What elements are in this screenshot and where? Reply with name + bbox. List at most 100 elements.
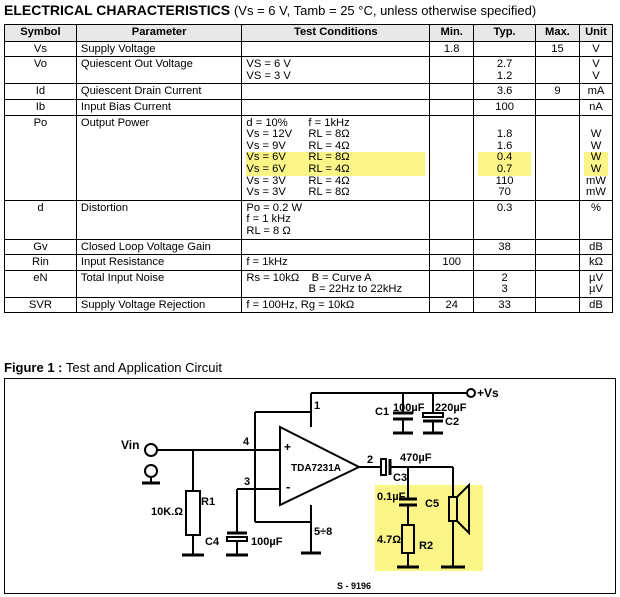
cell-line bbox=[434, 102, 469, 114]
col-header-parameter: Parameter bbox=[75, 24, 243, 42]
cell-line bbox=[540, 59, 575, 71]
cell-min bbox=[429, 114, 475, 201]
cell-line: Vs = 6V RL = 8Ω bbox=[246, 151, 426, 164]
cell-conditions: Rs = 10kΩ B = Curve A B = 22Hz to 22kHz bbox=[241, 269, 431, 298]
cell-line: µV bbox=[589, 271, 603, 284]
label-r2: R2 bbox=[419, 540, 433, 552]
cell-line: mW bbox=[586, 174, 606, 187]
condition-part: RL = 4Ω bbox=[308, 139, 350, 152]
cell-parameter: Quiescent Out Voltage bbox=[75, 56, 243, 85]
cell-parameter: Supply Voltage bbox=[75, 40, 243, 58]
cell-line bbox=[540, 257, 575, 269]
cell-typ: 100 bbox=[473, 98, 537, 116]
label-plus: + bbox=[284, 440, 291, 454]
cell-line: 33 bbox=[498, 298, 511, 311]
label-pin4: 4 bbox=[243, 436, 250, 448]
supply-terminal bbox=[466, 388, 476, 398]
cell-typ: 33 bbox=[473, 296, 537, 314]
cell-line bbox=[434, 59, 469, 71]
cell-parameter: Quiescent Drain Current bbox=[75, 83, 243, 100]
cell-line: Vs = 6V RL = 4Ω bbox=[246, 162, 426, 176]
condition-part: RL = 8Ω bbox=[308, 151, 350, 164]
cell-line bbox=[540, 273, 575, 285]
cell-max bbox=[535, 56, 580, 85]
cell-line: W bbox=[583, 163, 608, 176]
cell-min bbox=[429, 238, 475, 256]
cell-typ: 3.6 bbox=[473, 83, 537, 100]
cell-typ: 38 bbox=[473, 238, 537, 256]
cell-conditions: f = 1kHz bbox=[241, 254, 431, 271]
cell-conditions bbox=[241, 83, 431, 100]
condition-part: d = 10% bbox=[246, 116, 288, 129]
cell-line: 1.8 bbox=[496, 128, 513, 141]
cell-line: 110 bbox=[495, 174, 514, 187]
label-c5-value: 0.1µF bbox=[377, 491, 406, 503]
cell-line bbox=[434, 273, 469, 285]
cell-line: µV bbox=[589, 283, 603, 296]
cell-unit: dB bbox=[578, 238, 614, 256]
cell-line: % bbox=[591, 201, 601, 214]
application-circuit-diagram: Vin +Vs TDA7231A + - 1 2 3 4 5÷8 R1 10K.… bbox=[121, 386, 499, 591]
cell-line: 24 bbox=[445, 298, 458, 311]
cell-symbol: Vo bbox=[4, 56, 77, 85]
cell-typ: 0.3 bbox=[473, 199, 537, 240]
label-vin: Vin bbox=[121, 438, 139, 452]
cell-symbol: Po bbox=[4, 114, 77, 201]
cell-symbol: Ib bbox=[4, 98, 77, 116]
cell-parameter: Input Resistance bbox=[75, 254, 243, 271]
condition-part: Vs = 6V bbox=[246, 151, 286, 164]
cell-line: Vs = 3V RL = 4Ω bbox=[246, 174, 425, 188]
cell-line bbox=[478, 257, 531, 269]
cell-line: W bbox=[590, 139, 602, 152]
resistor-r1 bbox=[185, 490, 201, 536]
cell-line: f = 100Hz, Rg = 10kΩ bbox=[246, 298, 355, 311]
col-header-min: Min. bbox=[429, 24, 475, 42]
cell-max bbox=[535, 254, 580, 271]
cell-line bbox=[434, 242, 469, 254]
label-drawing-code: S - 9196 bbox=[337, 581, 371, 591]
cell-line: 3.6 bbox=[496, 85, 513, 98]
cell-line bbox=[478, 44, 531, 56]
condition-part: Vs = 3V bbox=[246, 174, 286, 187]
label-c4-value: 100µF bbox=[251, 536, 283, 548]
condition-part: RL = 4Ω bbox=[308, 162, 350, 175]
input-ground-terminal bbox=[144, 464, 158, 478]
condition-part: Vs = 6V bbox=[246, 162, 286, 175]
cell-min bbox=[429, 98, 475, 116]
condition-part: f = 1kHz bbox=[308, 116, 350, 129]
section-title: ELECTRICAL CHARACTERISTICS bbox=[4, 2, 231, 18]
cell-max bbox=[535, 269, 580, 298]
cell-line: f = 1 kHz bbox=[246, 213, 291, 226]
cell-line: f = 1kHz bbox=[246, 256, 288, 269]
cell-line bbox=[540, 203, 575, 215]
cell-line: 2.7 bbox=[496, 58, 513, 71]
cell-min: 24 bbox=[429, 296, 475, 314]
cell-line: mA bbox=[587, 85, 605, 98]
cell-symbol: eN bbox=[4, 269, 77, 298]
cell-parameter: Supply Voltage Rejection bbox=[75, 296, 243, 314]
cell-line: 100 bbox=[495, 100, 514, 113]
circuit-frame: Vin +Vs TDA7231A + - 1 2 3 4 5÷8 R1 10K.… bbox=[4, 378, 616, 594]
input-terminal bbox=[144, 443, 158, 457]
label-r1-value: 10K.Ω bbox=[151, 506, 183, 518]
cell-line: 1.6 bbox=[496, 139, 513, 152]
cell-line: Po = 0.2 W bbox=[246, 201, 303, 214]
cell-symbol: Rin bbox=[4, 254, 77, 271]
cell-line: nA bbox=[589, 100, 603, 113]
cell-line bbox=[540, 118, 575, 130]
condition-part: RL = 8Ω bbox=[308, 128, 350, 141]
label-c4: C4 bbox=[205, 536, 220, 548]
condition-part: RL = 4Ω bbox=[308, 174, 350, 187]
cell-line bbox=[540, 300, 575, 312]
